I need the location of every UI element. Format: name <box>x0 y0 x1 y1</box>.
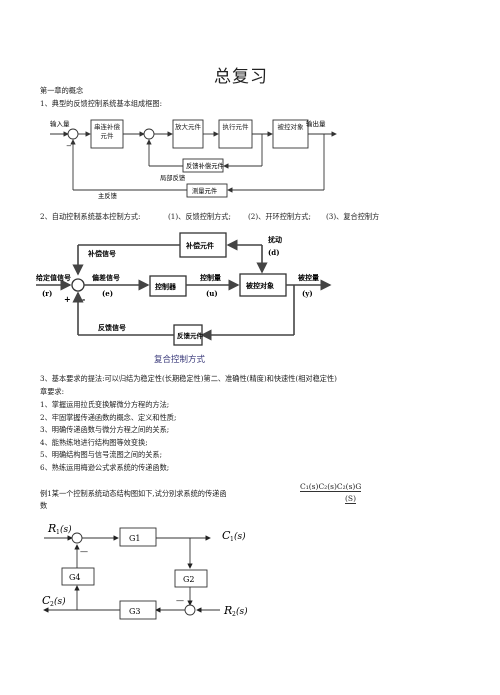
disturbance-label: 扰动 <box>268 235 282 244</box>
example-text-cont: 数 <box>40 501 48 510</box>
formula-denominator: (S) <box>345 494 356 504</box>
output-symbol: (y) <box>302 289 313 298</box>
g3-label: G3 <box>129 607 140 616</box>
controller-label: 控制器 <box>155 282 177 291</box>
block-feedback-compensator <box>182 158 224 173</box>
input-label: 输入量 <box>50 119 70 128</box>
block-plant <box>272 119 309 149</box>
formula-numerator: C₁(s)C₂(s)C₂(s)G <box>300 482 362 492</box>
main-feedback-label: 主反馈 <box>98 191 118 200</box>
svg-text:(s): (s) <box>54 596 66 607</box>
block-g1 <box>119 527 157 547</box>
svg-text:−: − <box>66 142 72 150</box>
example-text: 例1某一个控制系统动态结构图如下,试分别求系统的传递函 <box>40 489 227 498</box>
compound-control-diagram: 补偿元件 扰动 (d) 补偿信号 给定值信号 (r) + - 偏差信号 (e) … <box>36 232 332 365</box>
block-g2 <box>174 569 208 588</box>
block-actuator <box>218 119 253 149</box>
formula-top: C₁(s)C₂(s)C₂(s)G <box>300 482 362 492</box>
requirement-3: 3、明确传递函数与微分方程之间的关系; <box>40 425 170 434</box>
svg-text:2: 2 <box>232 611 236 618</box>
svg-text:(s): (s) <box>234 531 246 542</box>
plant-label: 被控对象 <box>277 123 304 131</box>
measurement-label: 测量元件 <box>192 186 217 195</box>
page-title: 总复习 <box>214 67 268 87</box>
local-feedback-label: 局部反馈 <box>160 173 186 182</box>
given-signal-label: 给定值信号 <box>36 273 71 282</box>
g1-label: G1 <box>129 534 140 543</box>
r2-label: R <box>223 604 232 617</box>
formula-bottom: (S) <box>345 494 356 504</box>
series-comp-label: 串连补偿元件 <box>94 123 120 140</box>
error-signal-label: 偏差信号 <box>92 273 120 282</box>
summing-junction-main <box>71 278 85 292</box>
comp-elem-label: 补偿元件 <box>185 241 214 250</box>
output-label: 输出量 <box>306 119 326 128</box>
output-var-label: 被控量 <box>298 273 319 282</box>
error-symbol: (e) <box>102 289 113 298</box>
chapter-heading: 第一章的概念 <box>40 86 84 95</box>
svg-text:1: 1 <box>56 529 60 536</box>
c1-label: C <box>222 529 231 542</box>
svg-text:(s): (s) <box>236 606 248 617</box>
amplifier-label: 放大元件 <box>175 123 201 131</box>
diagram-caption: 复合控制方式 <box>154 354 206 365</box>
c2-label: C <box>42 594 51 607</box>
block-controller <box>149 275 187 297</box>
plus-sign: + <box>64 294 71 304</box>
requirement-4: 4、能熟练地进行结构图等效变换; <box>40 438 148 447</box>
item-3-text: 3、基本要求的提法:可以归结为稳定性(长期稳定性)第二、准确性(精度)和快速性(… <box>40 374 337 383</box>
block-amplifier <box>172 119 204 149</box>
svg-text:1: 1 <box>230 536 234 543</box>
svg-text:—: — <box>176 596 184 605</box>
mode-3: (3)、复合控制方 <box>326 212 380 221</box>
svg-text:(s): (s) <box>60 524 72 535</box>
plant-2-label: 被控对象 <box>246 281 274 290</box>
svg-text:2: 2 <box>50 601 54 608</box>
mimo-structure-diagram: R 1 (s) G1 C 1 (s) G2 R 2 (s) — G3 C 2 (… <box>42 522 248 620</box>
disturbance-symbol: (d) <box>268 248 280 257</box>
minus-sign: - <box>82 294 85 304</box>
requirement-2: 2、牢固掌握传递函数的概念、定义和性质; <box>40 413 177 422</box>
chapter-requirements-heading: 章要求: <box>40 387 64 396</box>
comp-signal-label: 补偿信号 <box>87 249 116 258</box>
feedback-signal-label: 反馈信号 <box>98 323 126 332</box>
requirement-1: 1、掌握运用拉氏变换解微分方程的方法; <box>40 400 170 409</box>
block-compensation-element <box>179 232 227 258</box>
g4-label: G4 <box>69 573 80 582</box>
summing-junction-2 <box>143 128 155 140</box>
feedback-system-diagram: 输入量 串连补偿元件 放大元件 执行元件 被控对象 输出量 反馈补偿元件 局部反… <box>50 119 337 200</box>
fb-comp-label: 反馈补偿元件 <box>186 161 224 170</box>
requirement-5: 5、明确结构图与信号流图之间的关系; <box>40 450 162 459</box>
item-1-text: 1、典型的反馈控制系统基本组成框图: <box>40 99 162 108</box>
item-2-text: 2、自动控制系统基本控制方式: <box>40 212 141 221</box>
g2-label: G2 <box>183 575 194 584</box>
control-amount-label: 控制量 <box>200 273 221 282</box>
actuator-label: 执行元件 <box>222 123 249 131</box>
block-measurement <box>186 183 228 198</box>
sum-r2 <box>184 604 196 616</box>
mode-1: (1)、反馈控制方式; <box>168 212 231 221</box>
sum-r1 <box>71 532 83 544</box>
mode-2: (2)、开环控制方式; <box>248 212 311 221</box>
requirement-6: 6、熟练运用梅逊公式求系统的传递函数; <box>40 463 170 472</box>
fb-elem-label: 反馈元件 <box>177 331 204 340</box>
block-g4 <box>61 567 95 586</box>
page-title-line1: 总复习 <box>214 66 268 88</box>
summing-junction-1 <box>67 128 79 140</box>
control-symbol: (u) <box>206 289 218 298</box>
r1-label: R <box>47 522 56 535</box>
svg-text:—: — <box>80 547 88 556</box>
given-symbol: (r) <box>42 289 52 298</box>
